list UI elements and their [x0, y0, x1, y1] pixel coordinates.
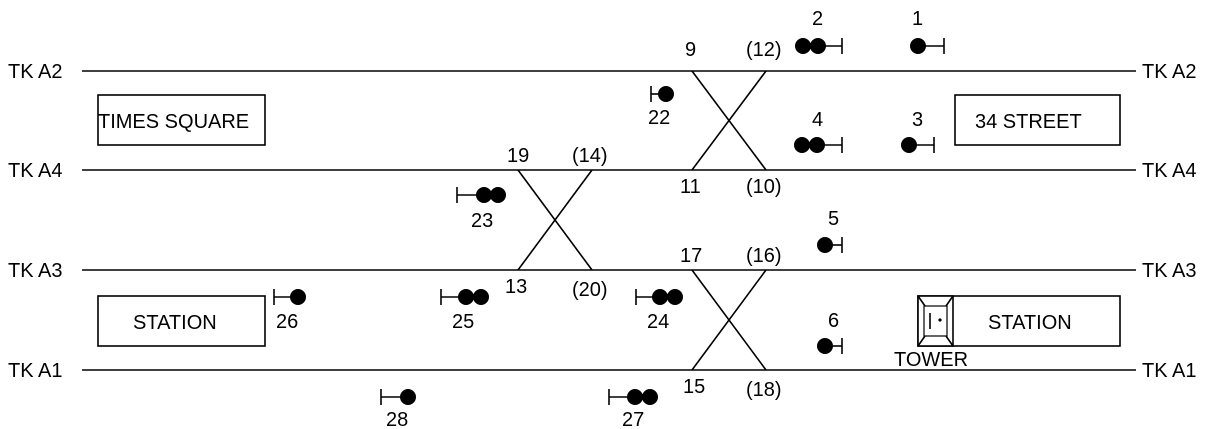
- switch-20-label: (20): [572, 279, 608, 301]
- signal-4-icon: [794, 137, 843, 153]
- street-34-label: 34 STREET: [975, 111, 1082, 133]
- track-a4-label-right: TK A4: [1142, 160, 1196, 182]
- signal-3-label: 3: [912, 109, 923, 131]
- times-square-box: [97, 94, 266, 146]
- signal-22-icon: [650, 86, 674, 102]
- track-a4-label-left: TK A4: [8, 160, 62, 182]
- signal-23-icon: [456, 187, 506, 203]
- switch-19-label: 19: [507, 145, 529, 167]
- track-a1-label-left: TK A1: [8, 360, 62, 382]
- signal-24-icon: [635, 289, 683, 305]
- signal-27-label: 27: [622, 409, 644, 429]
- switch-13-label: 13: [505, 276, 527, 298]
- track-a2-label-right: TK A2: [1142, 61, 1196, 83]
- switch-9-label: 9: [685, 39, 696, 61]
- signal-28-icon: [380, 389, 416, 405]
- signal-6-label: 6: [828, 310, 839, 332]
- signal-23-label: 23: [471, 210, 493, 232]
- signal-5-icon: [817, 237, 843, 253]
- signal-25-label: 25: [452, 311, 474, 333]
- switch-10-label: (10): [746, 176, 782, 198]
- signal-5-label: 5: [828, 208, 839, 230]
- times-square-label: TIMES SQUARE: [98, 111, 249, 133]
- switch-15-label: 15: [683, 376, 705, 398]
- station-left-label: STATION: [133, 312, 217, 334]
- signal-1-label: 1: [912, 8, 923, 30]
- crossover-16-15: [691, 269, 767, 371]
- signal-28-label: 28: [386, 409, 408, 429]
- tower-icon-dot: [938, 318, 942, 322]
- signal-3-icon: [901, 137, 935, 153]
- track-a1-label-right: TK A1: [1142, 360, 1196, 382]
- signal-25-icon: [440, 289, 489, 305]
- signal-26-label: 26: [276, 311, 298, 333]
- switch-11-label: 11: [680, 176, 701, 198]
- signal-22-label: 22: [648, 107, 670, 129]
- crossover-12-11: [691, 70, 767, 171]
- signal-26-icon: [273, 289, 306, 305]
- track-a3-label-left: TK A3: [8, 260, 62, 282]
- signal-2-label: 2: [812, 8, 823, 30]
- track-a3-label-right: TK A3: [1142, 260, 1196, 282]
- crossover-14-13: [517, 169, 593, 271]
- tower-icon-inner: [923, 305, 948, 337]
- switch-12-label: (12): [746, 39, 782, 61]
- switch-17-label: 17: [680, 245, 702, 267]
- signal-27-icon: [608, 389, 658, 405]
- switch-18-label: (18): [746, 379, 782, 401]
- signal-24-label: 24: [647, 311, 669, 333]
- switch-14-label: (14): [572, 145, 608, 167]
- tower-label: TOWER: [894, 349, 968, 371]
- signal-6-icon: [817, 338, 843, 354]
- signal-1-icon: [910, 38, 945, 54]
- track-a2-label-left: TK A2: [8, 61, 62, 83]
- station-right-label: STATION: [988, 312, 1072, 334]
- station-left-box: [97, 295, 266, 347]
- signal-2-icon: [795, 38, 843, 54]
- signal-4-label: 4: [812, 109, 823, 131]
- street-34-box: [954, 94, 1121, 146]
- switch-16-label: (16): [746, 245, 782, 267]
